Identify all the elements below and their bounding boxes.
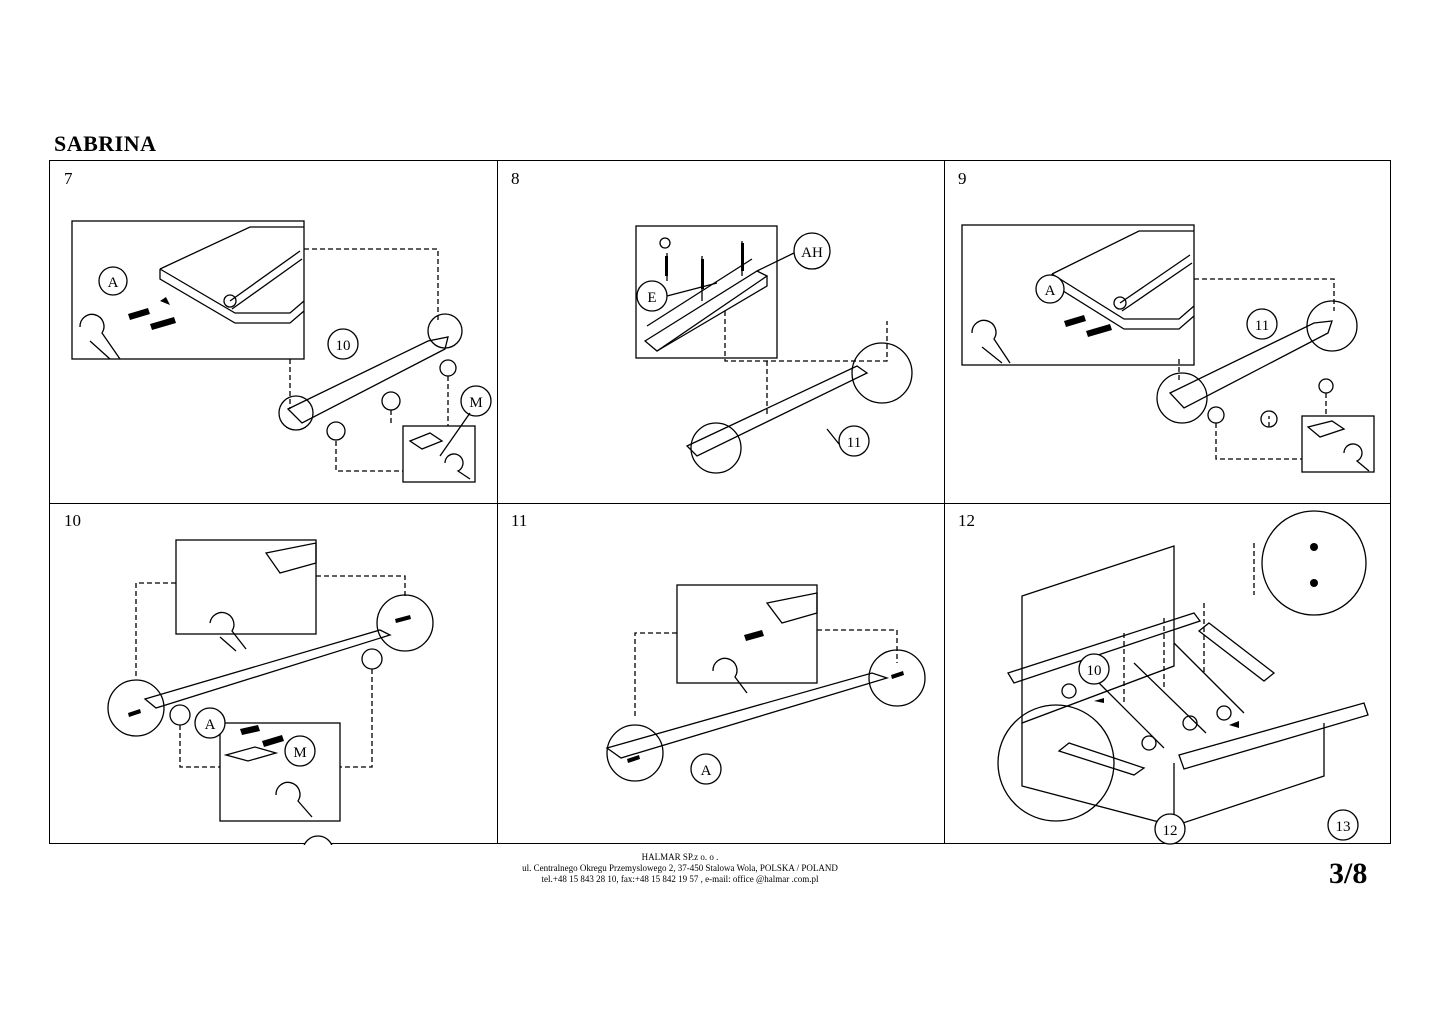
step-10-panel: 10 bbox=[50, 503, 497, 845]
company-name: HALMAR SP.z o. o . bbox=[641, 852, 719, 862]
callout-circle bbox=[303, 835, 333, 845]
callout-label: AH bbox=[801, 245, 823, 261]
callout-label: E bbox=[647, 290, 656, 306]
grid-divider bbox=[944, 161, 945, 843]
callout-label: 10 bbox=[1087, 663, 1102, 679]
step-10-illustration: A 12 M bbox=[107, 539, 434, 845]
callout-label: A bbox=[1045, 283, 1056, 299]
document-title: SABRINA bbox=[54, 131, 157, 156]
grid-divider bbox=[50, 503, 1390, 504]
step-number: 11 bbox=[511, 511, 528, 530]
step-9-panel: 9 bbox=[944, 161, 1391, 503]
step-number: 9 bbox=[958, 169, 967, 188]
step-7-panel: 7 bbox=[50, 161, 497, 503]
step-number: 8 bbox=[511, 169, 520, 188]
instruction-grid: 7 bbox=[49, 160, 1391, 845]
step-8-panel: 8 bbox=[497, 161, 944, 503]
callout-label: 13 bbox=[1336, 819, 1351, 835]
step-8-illustration: AH E 11 bbox=[635, 225, 913, 474]
step-number: 10 bbox=[64, 511, 81, 530]
step-number: 12 bbox=[958, 511, 975, 530]
step-7-illustration: A 10 M bbox=[71, 220, 492, 483]
callout-label: M bbox=[469, 395, 482, 411]
footer: HALMAR SP.z o. o . ul. Centralnego Okreg… bbox=[420, 852, 940, 885]
step-12-panel: 12 bbox=[944, 503, 1391, 845]
company-address: ul. Centralnego Okregu Przemyslowego 2, … bbox=[522, 863, 838, 873]
grid-divider bbox=[497, 161, 498, 843]
step-12-illustration: 10 12 13 13 11 bbox=[997, 510, 1369, 845]
step-number: 7 bbox=[64, 169, 73, 188]
callout-label: M bbox=[293, 745, 306, 761]
step-9-illustration: A 11 M bbox=[961, 224, 1375, 473]
page-number: 3/8 bbox=[1329, 857, 1368, 890]
callout-label: A bbox=[205, 717, 216, 733]
callout-label: A bbox=[108, 275, 119, 291]
callout-label: 11 bbox=[1255, 318, 1269, 334]
callout-label: A bbox=[701, 763, 712, 779]
step-11-illustration: A 13 bbox=[605, 584, 926, 785]
company-contact: tel.+48 15 843 28 10, fax:+48 15 842 19 … bbox=[541, 874, 819, 884]
callout-label: 10 bbox=[336, 338, 351, 354]
callout-label: 11 bbox=[847, 435, 861, 451]
step-11-panel: 11 A 13 bbox=[497, 503, 944, 845]
callout-label: 12 bbox=[1163, 823, 1178, 839]
